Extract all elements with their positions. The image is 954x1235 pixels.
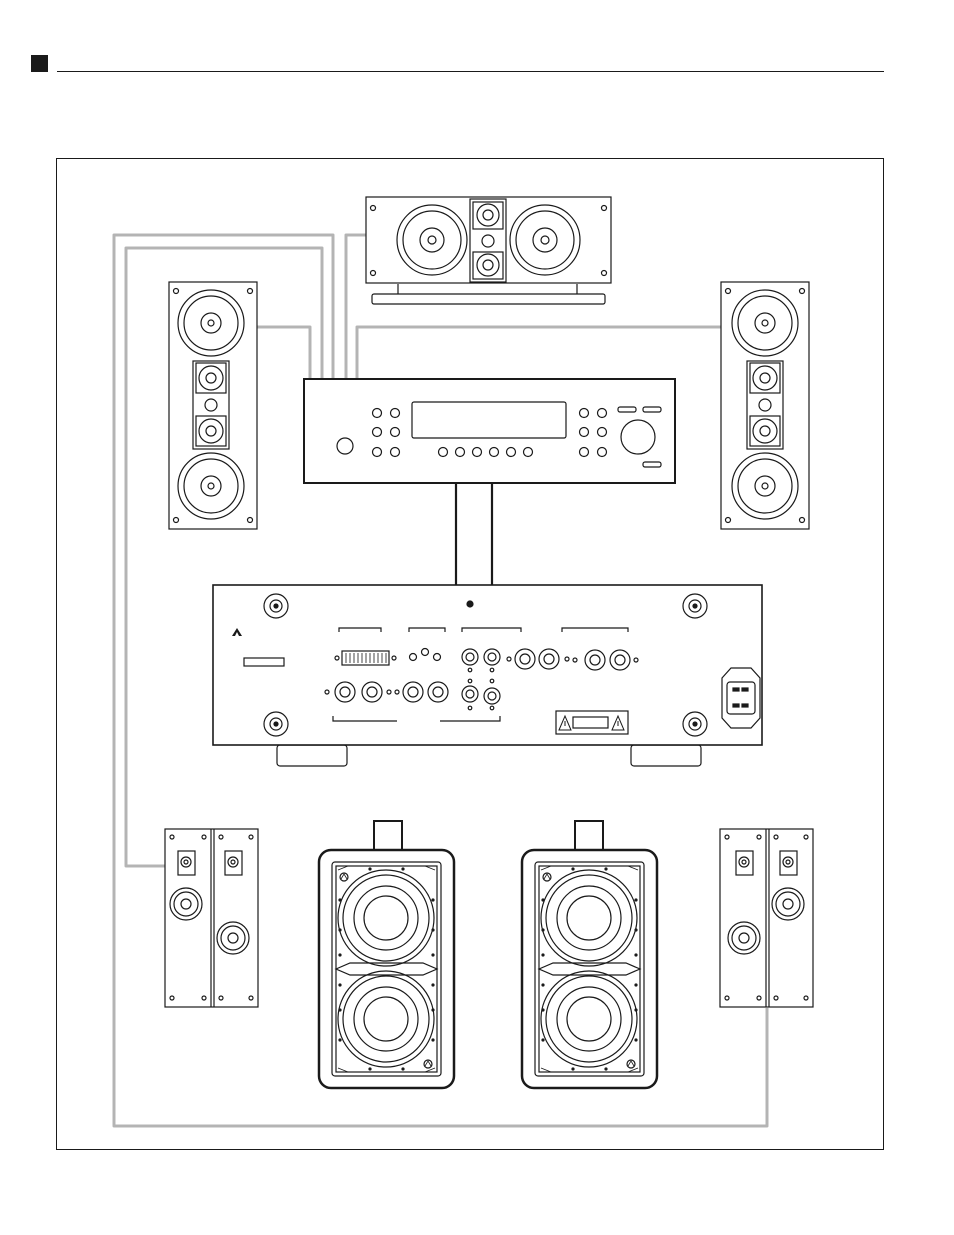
av-receiver (304, 379, 675, 483)
front-left-tower-speaker (169, 282, 257, 529)
surround-left-speaker (165, 829, 258, 1007)
front-right-tower-speaker (721, 282, 809, 529)
center-channel-speaker (366, 197, 611, 304)
wire-front-right (357, 327, 721, 379)
subwoofer-amplifier (213, 585, 762, 766)
in-wall-subwoofer-right (522, 821, 657, 1088)
in-wall-subwoofer-left (319, 821, 454, 1088)
wire-front-left (257, 327, 310, 379)
surround-right-speaker (720, 829, 813, 1007)
